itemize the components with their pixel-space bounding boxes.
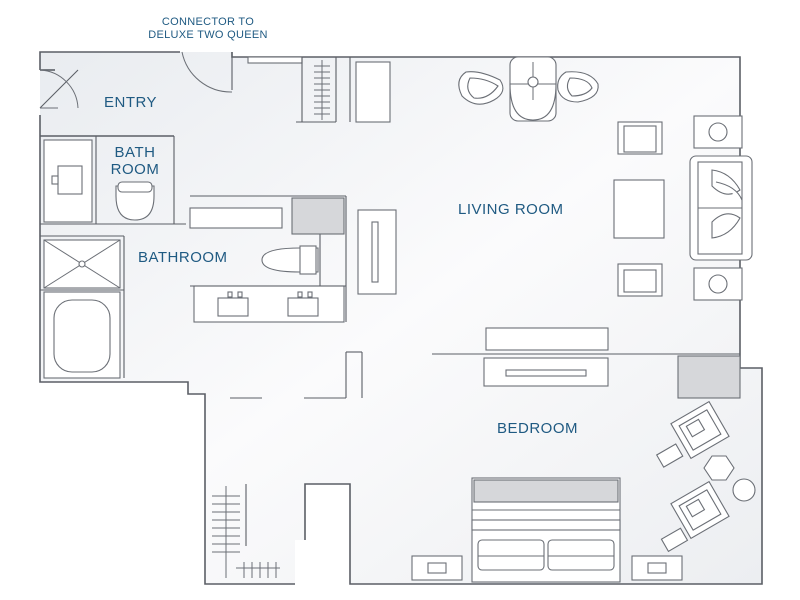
column [291,197,345,235]
connector-label-line2: DELUXE TWO QUEEN [148,28,268,41]
bath-room-label-line2: ROOM [110,161,160,179]
bedroom-closet [212,484,280,578]
nightstand-left [411,555,463,581]
side-table-bottom [693,267,743,301]
powder-room-toilet [115,185,155,221]
connector-label: CONNECTOR TO DELUXE TWO QUEEN [128,16,288,41]
bed [471,477,621,583]
connector-door[interactable] [181,51,233,93]
double-vanity [193,285,345,323]
bath-room-label: BATH ROOM [100,144,170,179]
lounge-chair-top [655,400,730,468]
powder-room [40,135,186,225]
outer-walls [39,51,763,585]
nightstand-right [631,555,683,581]
armchair-top [617,121,663,155]
sofa [689,155,753,261]
accent-table [703,455,735,481]
accent-stool [732,478,756,502]
living-tv-console [357,209,397,295]
side-table-top [693,115,743,149]
entry-door[interactable] [39,69,79,109]
bathroom-label: BATHROOM [138,249,228,266]
living-room-label: LIVING ROOM [458,201,564,218]
pillow-left [477,539,545,571]
hallway [230,351,363,399]
floor-area [40,52,762,584]
entry-closet [247,56,391,123]
entry-label: ENTRY [104,94,158,111]
dining-set [458,56,599,122]
living-bedroom-partition [432,327,741,399]
armchair-bottom [617,263,663,297]
lounge-chair-bottom [660,480,730,553]
pillow-right [547,539,615,571]
main-bathroom [40,195,347,379]
bedroom-label: BEDROOM [497,420,579,437]
bath-room-label-line1: BATH [114,144,156,161]
connector-label-line1: CONNECTOR TO [161,16,255,28]
coffee-table [613,179,665,239]
bedroom-column [677,355,741,399]
